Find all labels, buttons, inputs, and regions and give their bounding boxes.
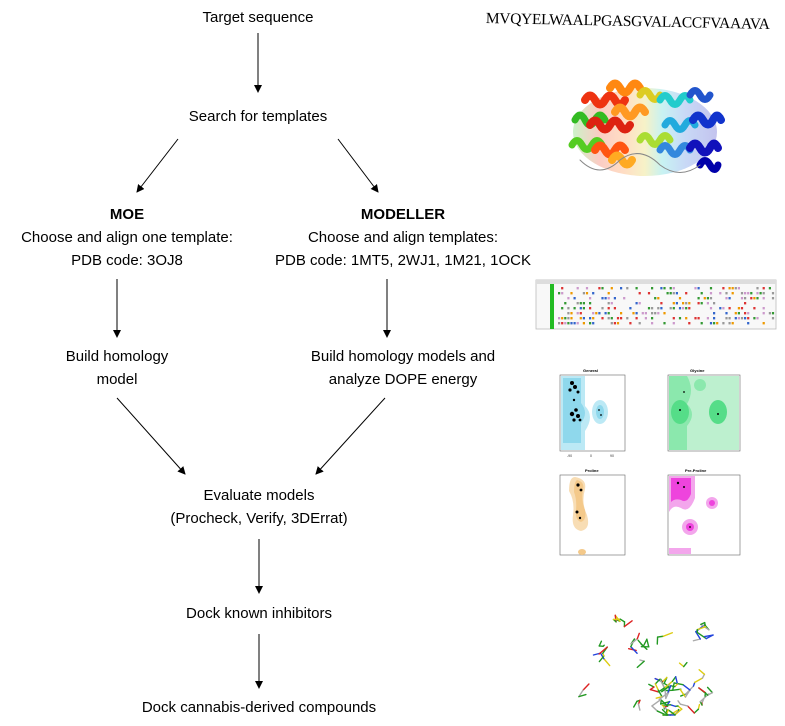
build-moe-line1: Build homology — [65, 348, 169, 365]
target-sequence-label: Target sequence — [202, 9, 314, 26]
ramachandran-panel-glycine: Glycine — [667, 368, 741, 452]
moe-choose-label: Choose and align one template: — [21, 229, 233, 246]
search-templates-label: Search for templates — [188, 108, 328, 125]
modeller-pdb-label: PDB code: 1MT5, 2WJ1, 1M21, 1OCK — [275, 252, 531, 269]
ramachandran-panel-proline: Proline — [559, 468, 626, 556]
evaluate-line1: Evaluate models — [203, 487, 315, 504]
arrow-search-to-modeller — [337, 138, 379, 193]
dock-cannabis-label: Dock cannabis-derived compounds — [141, 699, 377, 716]
build-modeller-line2: analyze DOPE energy — [328, 371, 478, 388]
dock-known-label: Dock known inhibitors — [186, 605, 332, 622]
moe-pdb-label: PDB code: 3OJ8 — [71, 252, 183, 269]
arrow-build-moe-to-evaluate — [116, 397, 186, 475]
moe-title: MOE — [109, 206, 145, 223]
build-modeller-line1: Build homology models and — [310, 348, 496, 365]
svg-text:0: 0 — [590, 454, 592, 458]
panel-title-proline: Proline — [585, 468, 599, 473]
arrow-search-to-moe — [136, 138, 179, 193]
panel-title-general: General — [583, 368, 598, 373]
protein-helices — [568, 79, 725, 176]
svg-text:90: 90 — [610, 454, 614, 458]
panel-title-preproline: Pre-Proline — [685, 468, 707, 473]
evaluate-line2: (Procheck, Verify, 3DErrat) — [170, 510, 348, 527]
arrow-build-mod-to-evaluate — [315, 397, 386, 475]
panel-title-glycine: Glycine — [690, 368, 705, 373]
modeller-title: MODELLER — [360, 206, 446, 223]
svg-text:-90: -90 — [567, 454, 572, 458]
alignment-marker-bar — [550, 284, 554, 329]
ramachandran-panel-general: General -90 0 90 — [559, 368, 626, 458]
ramachandran-panel-preproline: Pre-Proline — [667, 468, 741, 556]
modeller-choose-label: Choose and align templates: — [307, 229, 499, 246]
build-moe-line2: model — [96, 371, 138, 388]
